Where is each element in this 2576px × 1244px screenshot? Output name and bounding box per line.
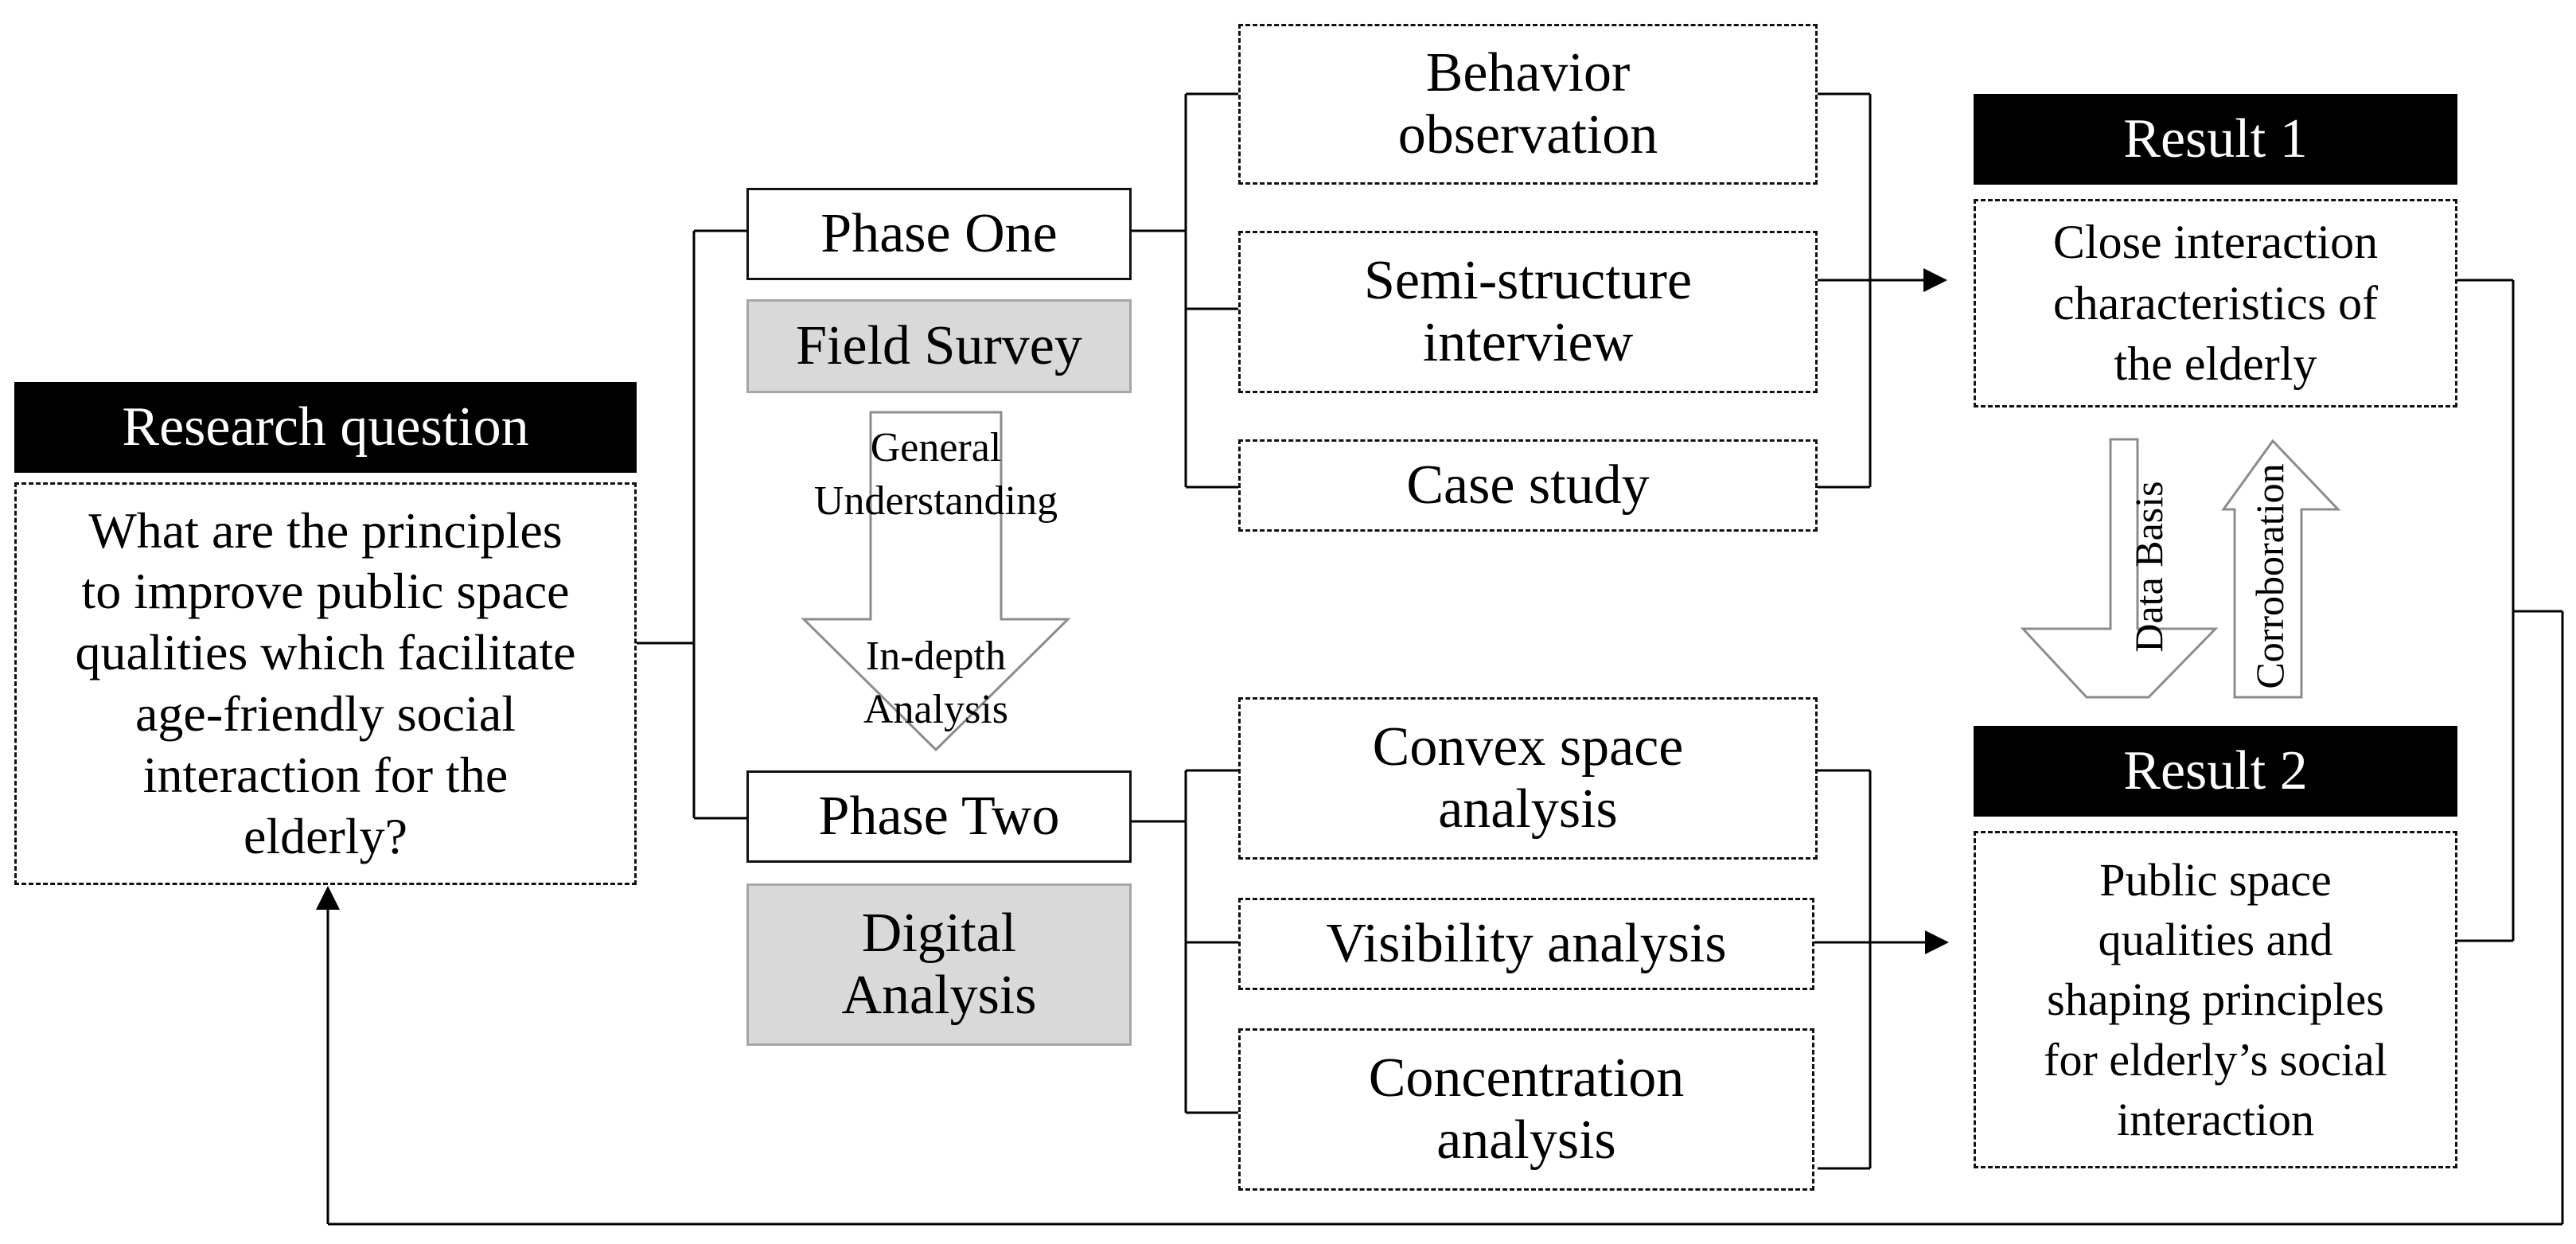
concentration-analysis-box: Concentration analysis: [1238, 1028, 1814, 1191]
semi-structure-interview-box: Semi-structure interview: [1238, 231, 1818, 393]
data-basis-arrow: [2020, 438, 2219, 699]
phase-two-merge: [1818, 769, 1872, 1170]
case-study-box: Case study: [1238, 439, 1818, 532]
phase-two-label: Phase Two: [746, 770, 1132, 863]
corroboration-label: Corroboration: [2247, 463, 2292, 689]
research-question-text: What are the principles to improve publi…: [14, 482, 637, 885]
phase-one-merge: [1818, 92, 1872, 489]
result1-header: Result 1: [1974, 94, 2457, 185]
convex-space-analysis-box: Convex space analysis: [1238, 697, 1818, 860]
phase-transition-arrow: [801, 411, 1071, 752]
result1-text: Close interaction characteristics of the…: [1974, 199, 2457, 408]
behavior-observation-box: Behavior observation: [1238, 24, 1818, 185]
data-basis-label: Data Basis: [2126, 481, 2171, 653]
corroboration-arrow: [2221, 439, 2341, 699]
visibility-analysis-box: Visibility analysis: [1238, 898, 1814, 990]
result2-header: Result 2: [1974, 726, 2457, 817]
in-depth-analysis-label: In-depth Analysis: [863, 634, 1008, 732]
digital-analysis-box: Digital Analysis: [746, 883, 1132, 1046]
feedback-loop: [328, 279, 2564, 1226]
phase-one-label: Phase One: [746, 188, 1132, 280]
field-survey-box: Field Survey: [746, 299, 1132, 393]
research-bracket: [637, 229, 746, 820]
research-question-header: Research question: [14, 382, 637, 473]
phase-two-bracket: [1132, 769, 1238, 1114]
phase-one-bracket: [1132, 92, 1238, 489]
general-understanding-label: General Understanding: [813, 425, 1058, 524]
result2-text: Public space qualities and shaping princ…: [1974, 831, 2457, 1168]
